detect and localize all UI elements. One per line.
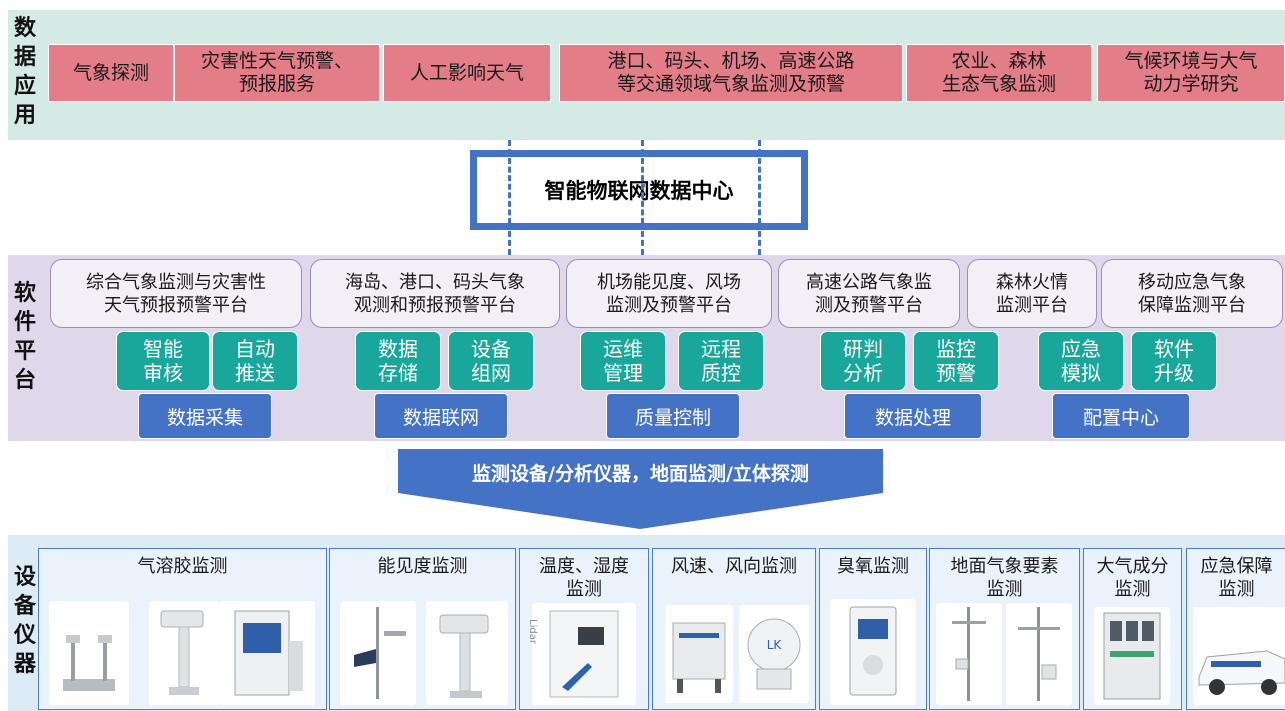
visibility-meter-image xyxy=(426,601,508,705)
svg-text:LK: LK xyxy=(767,638,783,652)
side-label-char: 设 xyxy=(13,565,36,590)
function-data-storage[interactable]: 数据 存储 xyxy=(355,331,441,391)
weather-station-sensor-image xyxy=(1006,603,1072,705)
equipment-section-atmospheric-composition[interactable]: 大气成分 监测 xyxy=(1083,548,1182,710)
side-label-char: 数 xyxy=(13,16,36,41)
wind-lidar-dome-image: LK xyxy=(739,605,809,703)
function-smart-review[interactable]: 智能 审核 xyxy=(116,331,210,391)
data-center-title: 智能物联网数据中心 xyxy=(544,179,734,203)
side-label-char: 软 xyxy=(13,281,36,306)
connector-line xyxy=(508,158,511,224)
platform-forest-fire[interactable]: 森林火情 监测平台 xyxy=(967,259,1097,328)
side-label-char: 仪 xyxy=(13,623,36,648)
platform-integrated-monitoring[interactable]: 综合气象监测与灾害性 天气预报预警平台 xyxy=(50,259,302,328)
section-title: 应急保障 监测 xyxy=(1200,556,1273,600)
function-emergency-simulation[interactable]: 应急 模拟 xyxy=(1038,331,1124,391)
platform-mobile-emergency[interactable]: 移动应急气象 保障监测平台 xyxy=(1101,259,1283,328)
equipment-section-aerosol[interactable]: 气溶胶监测 xyxy=(38,548,327,710)
side-label-char: 器 xyxy=(13,652,36,677)
category-data-processing[interactable]: 数据处理 xyxy=(844,393,982,439)
wind-profiler-box-image xyxy=(665,605,733,703)
side-label-char: 应 xyxy=(13,74,36,99)
aerosol-sampler-image xyxy=(49,601,129,705)
platform-highway-weather[interactable]: 高速公路气象监 测及预警平台 xyxy=(778,259,960,328)
function-analysis[interactable]: 研判 分析 xyxy=(820,331,906,391)
equipment-section-temperature-humidity[interactable]: 温度、湿度 监测 Lidar xyxy=(519,548,649,710)
app-item-disaster-warning[interactable]: 灾害性天气预警、 预报服务 xyxy=(174,44,380,102)
iot-data-center[interactable]: 智能物联网数据中心 xyxy=(470,150,808,230)
section-title: 臭氧监测 xyxy=(837,556,909,577)
section-title: 大气成分 监测 xyxy=(1096,556,1169,600)
function-monitor-alert[interactable]: 监控 预警 xyxy=(913,331,999,391)
side-label-char: 用 xyxy=(13,103,36,128)
emergency-vehicle-image xyxy=(1193,607,1285,705)
equipment-section-emergency[interactable]: 应急保障 监测 xyxy=(1186,548,1285,710)
equipment-section-wind[interactable]: 风速、风向监测 LK xyxy=(652,548,816,710)
visibility-sensor-mast-image xyxy=(340,601,416,705)
side-label-char: 件 xyxy=(13,310,36,335)
equipment-section-visibility[interactable]: 能见度监测 xyxy=(329,548,516,710)
function-remote-qc[interactable]: 远程 质控 xyxy=(678,331,764,391)
platform-island-port[interactable]: 海岛、港口、码头气象 观测和预报预警平台 xyxy=(310,259,560,328)
function-operation-management[interactable]: 运维 管理 xyxy=(580,331,666,391)
function-auto-push[interactable]: 自动 推送 xyxy=(212,331,298,391)
side-label-char: 平 xyxy=(13,339,36,364)
lidar-text: Lidar xyxy=(527,619,538,644)
equipment-section-surface-weather[interactable]: 地面气象要素 监测 xyxy=(929,548,1080,710)
down-arrow-shape xyxy=(398,449,883,529)
category-quality-control[interactable]: 质量控制 xyxy=(606,393,740,439)
connector-line xyxy=(641,158,644,224)
section-title: 能见度监测 xyxy=(377,556,468,577)
composition-rack-image xyxy=(1094,607,1170,705)
equipment-section-ozone[interactable]: 臭氧监测 xyxy=(819,548,927,710)
connector-line xyxy=(758,158,761,224)
app-item-climate-research[interactable]: 气候环境与大气 动力学研究 xyxy=(1097,44,1285,102)
section-title: 地面气象要素 监测 xyxy=(950,556,1059,600)
side-label-char: 据 xyxy=(13,45,36,70)
section-title: 风速、风向监测 xyxy=(671,556,797,577)
side-label-char: 台 xyxy=(13,368,36,393)
category-data-collection[interactable]: 数据采集 xyxy=(138,393,272,439)
app-item-transport-monitoring[interactable]: 港口、码头、机场、高速公路 等交通领域气象监测及预警 xyxy=(559,44,903,102)
app-item-weather-detection[interactable]: 气象探测 xyxy=(48,44,174,102)
function-software-upgrade[interactable]: 软件 升级 xyxy=(1131,331,1217,391)
side-label-char: 备 xyxy=(13,594,36,619)
app-item-weather-modification[interactable]: 人工影响天气 xyxy=(383,44,551,102)
aerosol-analyzer-cabinet-image xyxy=(219,601,315,705)
platform-airport-visibility[interactable]: 机场能见度、风场 监测及预警平台 xyxy=(566,259,772,328)
arrow-label: 监测设备/分析仪器，地面监测/立体探测 xyxy=(472,462,809,485)
app-item-agriculture-forest[interactable]: 农业、森林 生态气象监测 xyxy=(906,44,1092,102)
category-data-networking[interactable]: 数据联网 xyxy=(374,393,508,439)
weather-station-mast-image xyxy=(936,603,1002,705)
aerosol-lidar-image xyxy=(149,601,219,705)
category-config-center[interactable]: 配置中心 xyxy=(1052,393,1190,439)
section-title: 气溶胶监测 xyxy=(137,556,228,577)
lidar-instrument-image: Lidar xyxy=(527,603,636,705)
ozone-analyzer-image xyxy=(830,599,916,705)
section-title: 温度、湿度 监测 xyxy=(539,556,629,600)
function-device-networking[interactable]: 设备 组网 xyxy=(448,331,534,391)
